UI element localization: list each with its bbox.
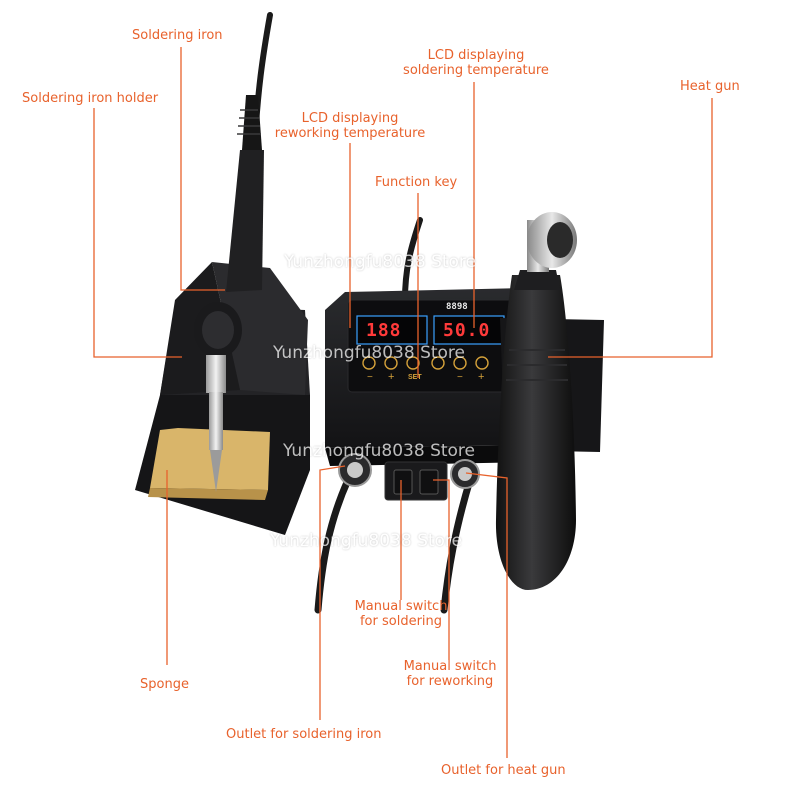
label-outlet-soldering-iron: Outlet for soldering iron — [226, 727, 382, 742]
leader-soldering-iron — [180, 47, 225, 291]
label-manual-switch-soldering-line-2: for soldering — [359, 614, 443, 629]
watermark-3: Yunzhongfu8038 Store — [283, 441, 476, 461]
leader-outlet-soldering-iron — [319, 465, 346, 720]
label-manual-switch-reworking: Manual switch for reworking — [391, 659, 509, 689]
leader-lines — [93, 47, 713, 758]
leader-manual-switch-reworking — [433, 479, 450, 660]
key-minus: − — [367, 372, 373, 383]
label-manual-switch-reworking-line-1: Manual switch — [403, 659, 497, 674]
watermark-1: Yunzhongfu8038 Store — [284, 252, 477, 272]
label-lcd-reworking-line-2: reworking temperature — [274, 126, 426, 141]
label-lcd-soldering: LCD displaying soldering temperature — [398, 48, 554, 78]
leader-soldering-iron-holder — [93, 108, 182, 358]
watermark-2: Yunzhongfu8038 Store — [273, 343, 466, 363]
lcd-left-value: 188 — [366, 320, 402, 341]
label-manual-switch-soldering: Manual switch for soldering — [340, 599, 462, 629]
label-outlet-heat-gun: Outlet for heat gun — [441, 763, 566, 778]
soldering-iron — [194, 95, 264, 492]
switch-reworking — [419, 469, 439, 495]
label-lcd-soldering-line-2: soldering temperature — [403, 63, 549, 78]
station-body — [325, 288, 540, 501]
label-function-key: Function key — [375, 175, 458, 190]
gun-cable-bottom — [440, 476, 474, 614]
key-minus-right: − — [457, 372, 463, 383]
leader-outlet-heat-gun — [465, 472, 508, 758]
label-soldering-iron: Soldering iron — [132, 28, 223, 43]
sponge-pad — [150, 428, 270, 490]
heat-gun — [495, 212, 604, 590]
label-lcd-reworking: LCD displaying reworking temperature — [268, 111, 432, 141]
leader-heat-gun — [548, 98, 713, 358]
label-manual-switch-reworking-line-2: for reworking — [406, 674, 494, 689]
device-model: 8898 — [446, 302, 468, 312]
label-sponge: Sponge — [140, 677, 189, 692]
function-keys — [362, 356, 489, 370]
key-set: SET — [408, 374, 422, 381]
label-manual-switch-soldering-line-1: Manual switch — [354, 599, 448, 614]
label-soldering-iron-holder: Soldering iron holder — [22, 91, 159, 106]
key-plus-right: + — [478, 371, 485, 383]
switch-soldering — [393, 469, 413, 495]
label-lcd-soldering-line-1: LCD displaying — [427, 48, 525, 63]
label-heat-gun: Heat gun — [680, 79, 740, 94]
watermark-4: Yunzhongfu8038 Store — [270, 531, 463, 551]
label-lcd-reworking-line-1: LCD displaying — [301, 111, 399, 126]
lcd-right-value: 50.0 — [443, 320, 491, 341]
key-plus: + — [388, 371, 395, 383]
lcd-right-frame — [433, 315, 505, 345]
lcd-left-frame — [356, 315, 428, 345]
